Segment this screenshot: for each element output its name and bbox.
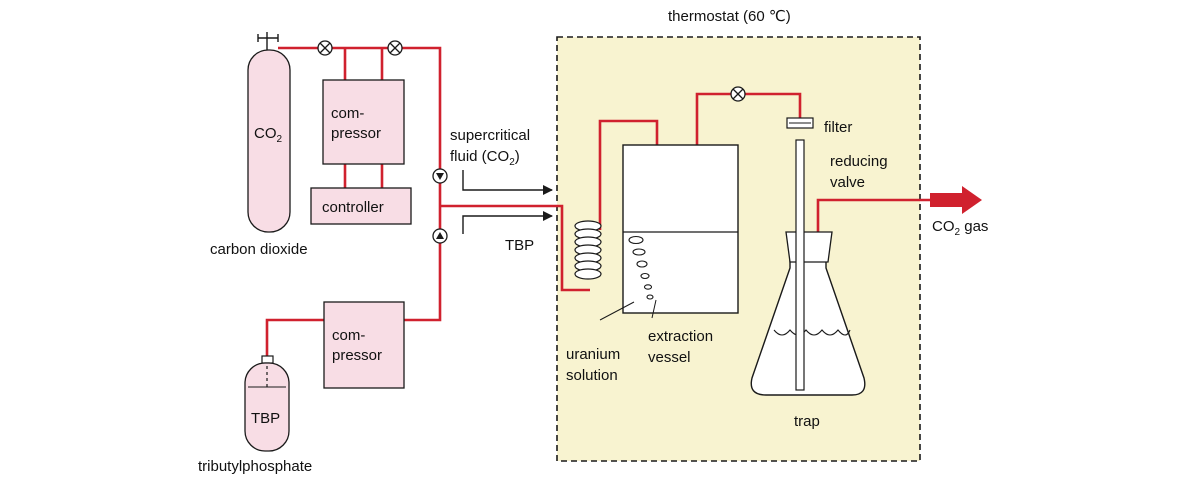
supercritical-arrow-icon — [462, 170, 553, 195]
compressor-top-label-1: com- — [331, 105, 364, 122]
compressor-bottom-label-2: pressor — [332, 347, 382, 364]
dip-tube — [795, 139, 805, 391]
supercritical-label-1: supercritical — [450, 127, 530, 144]
compressor-top-box — [322, 79, 405, 165]
tbp-arrow-label: TBP — [505, 237, 534, 254]
heating-coil-icon — [574, 220, 602, 280]
compressor-top-label-2: pressor — [331, 125, 381, 142]
valve-icon — [730, 86, 746, 102]
filter-icon — [786, 117, 814, 129]
tbp-arrow-icon — [462, 211, 553, 234]
reducing-label-1: reducing — [830, 153, 888, 170]
tributylphosphate-label: tributylphosphate — [198, 458, 312, 475]
carbon-dioxide-label: carbon dioxide — [210, 241, 308, 258]
extraction-label-1: extraction — [648, 328, 713, 345]
uranium-label-2: solution — [566, 367, 618, 384]
trap-label: trap — [794, 413, 820, 430]
co2-cylinder-label: CO2 — [254, 125, 283, 145]
extraction-label-2: vessel — [648, 349, 691, 366]
uranium-label-1: uranium — [566, 346, 620, 363]
tbp-cylinder-label: TBP — [251, 410, 280, 427]
thermostat-label: thermostat (60 ℃) — [668, 8, 791, 25]
pump-icon-bottom — [432, 228, 448, 244]
co2-gas-arrow-icon — [930, 186, 982, 214]
co2-cylinder: CO2 — [247, 32, 291, 233]
valve-icon — [317, 40, 333, 56]
valve-icon — [387, 40, 403, 56]
tbp-cylinder: TBP — [244, 355, 290, 452]
pump-icon-top — [432, 168, 448, 184]
compressor-bottom-label-1: com- — [332, 327, 365, 344]
controller-label: controller — [322, 199, 384, 216]
supercritical-label-2: fluid (CO2) — [450, 148, 520, 168]
reducing-label-2: valve — [830, 174, 865, 191]
cylinder-handle-icon — [257, 34, 279, 42]
co2-gas-label: CO2 gas — [932, 218, 988, 238]
controller-box — [310, 187, 412, 225]
filter-label: filter — [824, 119, 852, 136]
extraction-vessel — [622, 144, 739, 314]
compressor-bottom-box — [323, 301, 405, 389]
